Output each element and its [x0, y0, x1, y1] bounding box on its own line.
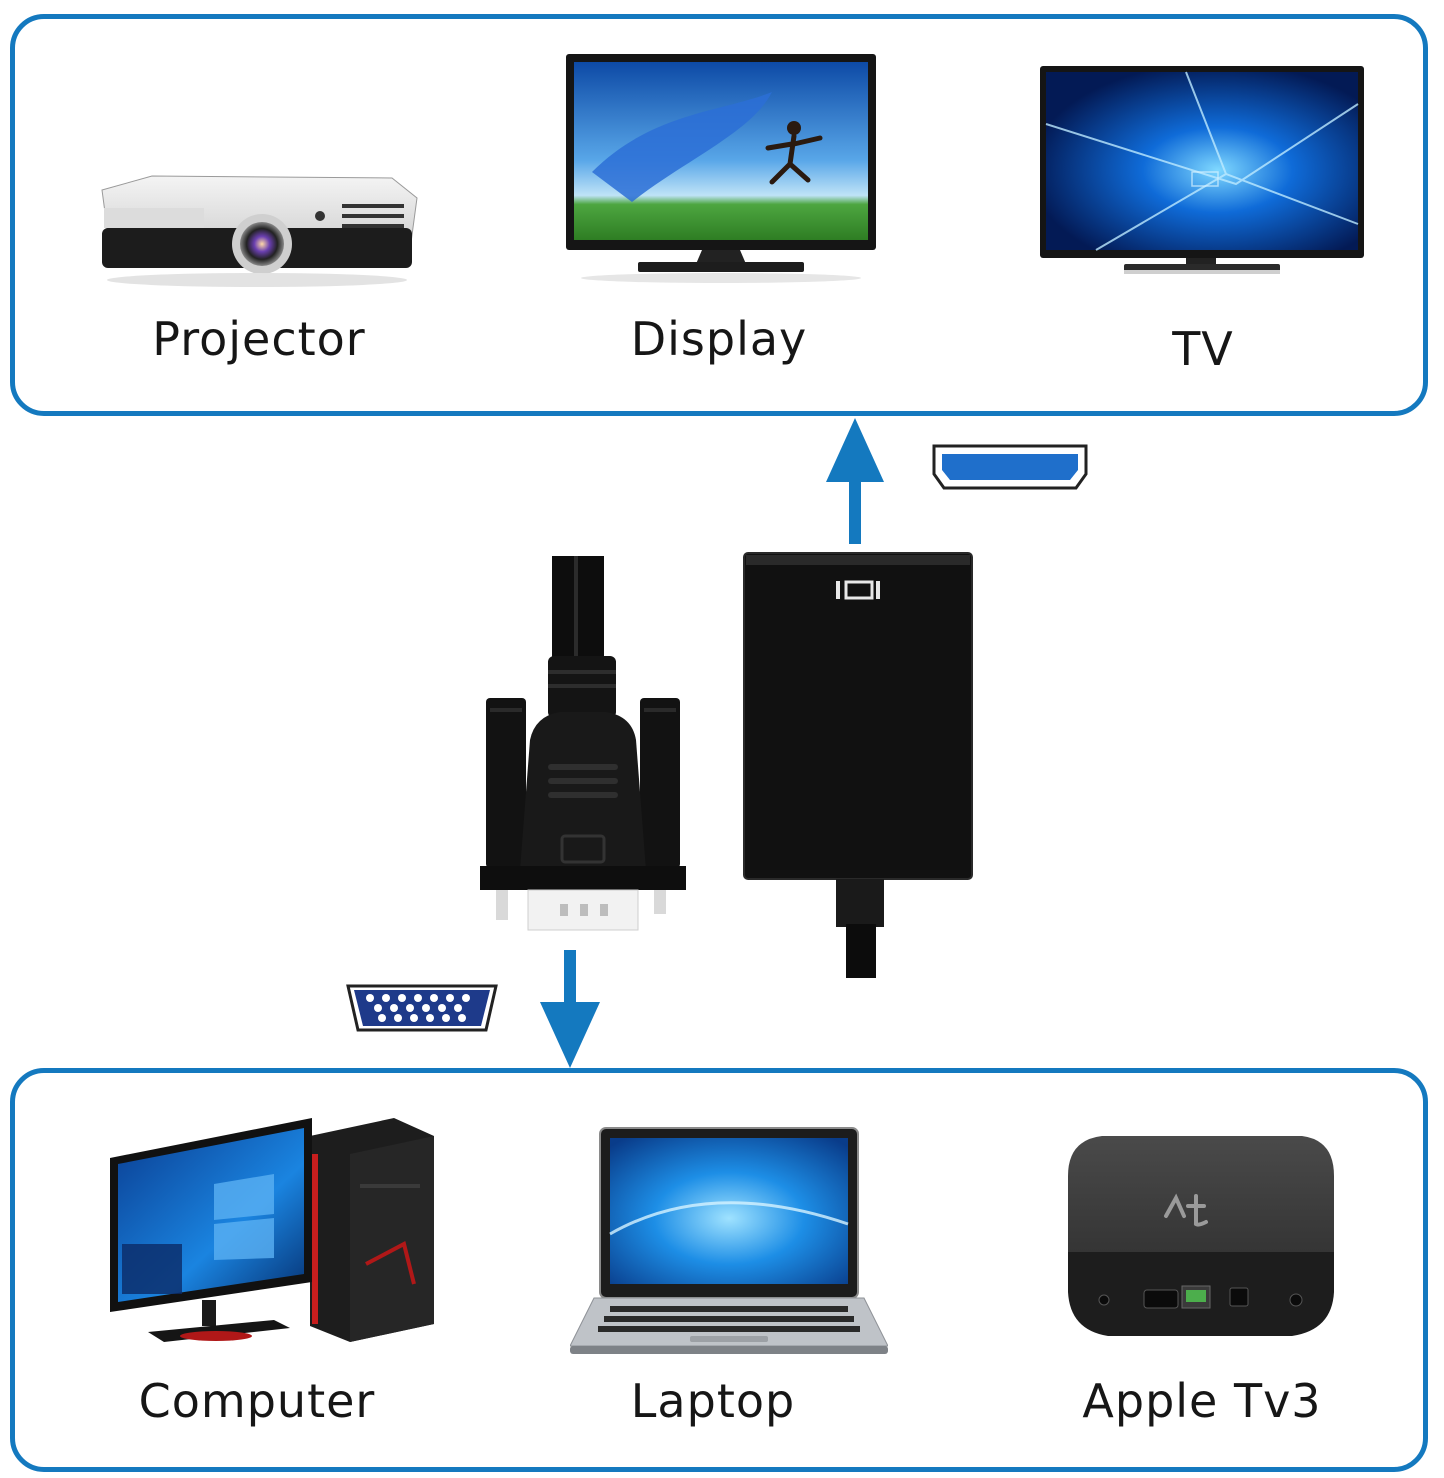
apple-tv-image — [1068, 1136, 1334, 1336]
hdmi-adapter-box — [743, 552, 973, 978]
laptop-image — [570, 1127, 888, 1354]
computer-image — [110, 1118, 434, 1342]
arrow-up-icon — [826, 418, 884, 544]
device-label-projector: Projector — [152, 312, 366, 366]
device-label-tv: TV — [1172, 322, 1234, 376]
device-label-computer: Computer — [138, 1374, 376, 1428]
device-label-display: Display — [630, 312, 808, 366]
projector-image — [101, 175, 418, 287]
tv-image — [1040, 66, 1364, 274]
vga-port-icon — [346, 984, 498, 1032]
display-image — [566, 54, 876, 283]
hdmi-port-icon — [932, 444, 1088, 490]
hdmi-logo-icon — [836, 580, 880, 600]
device-label-laptop: Laptop — [630, 1374, 796, 1428]
device-label-apple-tv3: Apple Tv3 — [1082, 1374, 1322, 1428]
arrow-down-icon — [540, 950, 600, 1068]
vga-cable-connector — [480, 698, 686, 931]
